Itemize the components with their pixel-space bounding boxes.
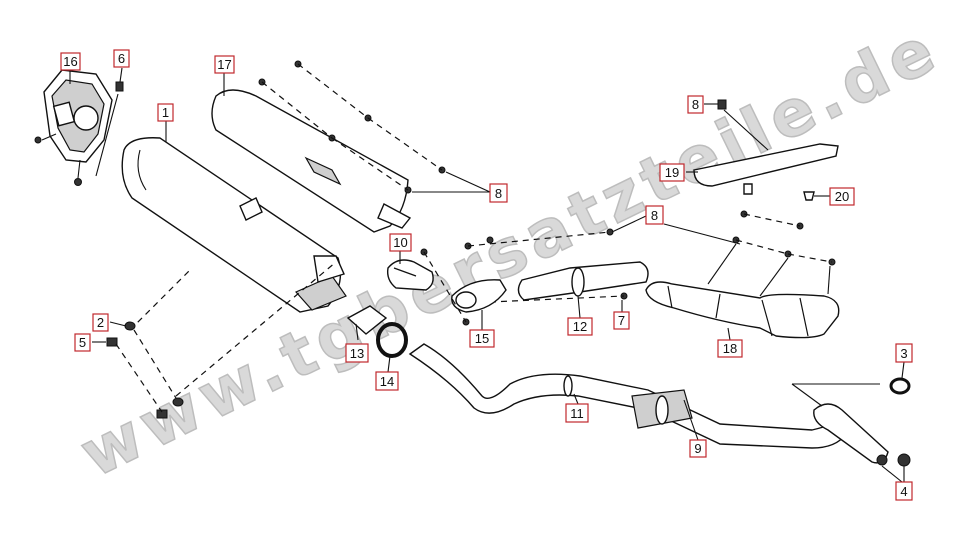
upper-shield-part — [693, 99, 839, 201]
callout-text: 7 — [618, 313, 625, 328]
callout-16: 16 — [60, 52, 81, 71]
callout-1: 1 — [157, 103, 174, 122]
muffler-mount-hardware — [106, 321, 184, 419]
callout-text: 8 — [651, 208, 658, 223]
front-pipe-part — [408, 343, 847, 449]
callout-text: 2 — [97, 315, 104, 330]
callout-text: 3 — [900, 346, 907, 361]
callout-text: 19 — [665, 165, 679, 180]
callout-14: 14 — [375, 371, 399, 391]
joint-parts — [346, 248, 507, 358]
callout-text: 10 — [393, 235, 407, 250]
callout-text: 14 — [380, 374, 394, 389]
callout-6: 6 — [113, 49, 130, 68]
callout-text: 4 — [900, 484, 907, 499]
callout-text: 12 — [573, 319, 587, 334]
callout-text: 11 — [570, 406, 584, 421]
middle-shield-part — [464, 228, 649, 312]
callout-15: 15 — [469, 329, 495, 348]
muffler-body-part — [121, 137, 347, 397]
screw-part — [95, 81, 124, 177]
callout-text: 8 — [692, 97, 699, 112]
callout-text: 18 — [723, 341, 737, 356]
callout-text: 5 — [79, 335, 86, 350]
callout-text: 17 — [217, 57, 231, 72]
callout-text: 15 — [475, 331, 489, 346]
callout-text: 8 — [495, 186, 502, 201]
callout-text: 9 — [694, 441, 701, 456]
callout-text: 1 — [162, 105, 169, 120]
callout-text: 6 — [118, 51, 125, 66]
callout-text: 20 — [835, 189, 849, 204]
heat-shield-part — [211, 60, 491, 233]
callout-17: 17 — [214, 55, 235, 74]
callout-8-top: 8 — [687, 95, 704, 114]
callout-8-mid: 8 — [645, 205, 664, 225]
leader-lines — [69, 67, 905, 441]
callout-text: 13 — [350, 346, 364, 361]
callout-5: 5 — [74, 333, 91, 352]
callout-2: 2 — [92, 313, 109, 332]
front-flange-hardware — [791, 377, 911, 483]
callout-4: 4 — [895, 481, 913, 501]
callout-8-shield: 8 — [489, 183, 508, 203]
end-cap-part — [34, 69, 113, 186]
callout-12: 12 — [567, 317, 593, 336]
callout-9: 9 — [689, 439, 707, 458]
callout-7: 7 — [613, 311, 630, 330]
callout-20: 20 — [829, 187, 855, 206]
callout-18: 18 — [717, 339, 743, 358]
callout-3: 3 — [895, 343, 913, 363]
lower-shield-part — [645, 210, 840, 339]
callout-11: 11 — [565, 403, 589, 423]
callout-13: 13 — [345, 343, 369, 363]
callout-text: 16 — [63, 54, 77, 69]
callout-19: 19 — [659, 163, 685, 182]
callout-10: 10 — [389, 233, 412, 252]
